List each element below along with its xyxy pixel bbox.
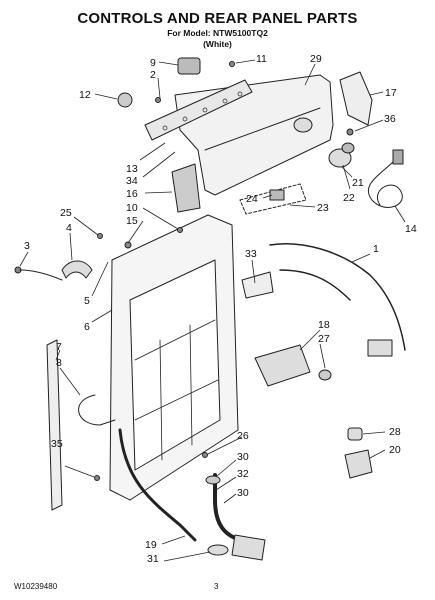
knob-part (117, 92, 133, 108)
callout-33: 33 (245, 248, 257, 260)
callout-21: 21 (352, 177, 364, 189)
callout-28: 28 (389, 426, 401, 438)
hinge-4 (61, 260, 93, 279)
callout-2: 2 (150, 69, 156, 81)
callout-35: 35 (51, 438, 63, 450)
callout-23: 23 (317, 202, 329, 214)
callout-7: 7 (56, 341, 62, 353)
callout-18: 18 (318, 319, 330, 331)
switch-part (177, 57, 201, 75)
callout-6: 6 (84, 321, 90, 333)
callout-30b: 30 (237, 487, 249, 499)
callout-1: 1 (373, 243, 379, 255)
callout-24: 24 (246, 193, 258, 205)
callout-31: 31 (147, 553, 159, 565)
callout-36: 36 (384, 113, 396, 125)
doc-number: W10239480 (14, 582, 58, 591)
control-bracket (144, 79, 253, 141)
wire-harness (269, 243, 406, 351)
callout-20: 20 (389, 444, 401, 456)
clip-33 (241, 271, 274, 299)
bracket-16 (171, 163, 201, 213)
callout-27: 27 (318, 333, 330, 345)
callout-19: 19 (145, 539, 157, 551)
callout-9: 9 (150, 57, 156, 69)
callout-34: 34 (126, 175, 138, 187)
callout-29: 29 (310, 53, 322, 65)
strip-24 (239, 183, 307, 215)
callout-26: 26 (237, 430, 249, 442)
callout-22: 22 (343, 192, 355, 204)
hose-8 (78, 394, 116, 426)
strip-7 (46, 339, 63, 511)
callout-8: 8 (56, 357, 62, 369)
callout-32: 32 (237, 468, 249, 480)
callout-14: 14 (405, 223, 417, 235)
callout-12: 12 (79, 89, 91, 101)
callout-11: 11 (256, 53, 267, 65)
callout-30a: 30 (237, 451, 249, 463)
callout-13: 13 (126, 163, 138, 175)
drain-hose (118, 428, 197, 542)
power-cord (367, 159, 403, 208)
callout-16: 16 (126, 188, 138, 200)
timer-bracket (339, 71, 373, 126)
console-back-panel (174, 74, 334, 196)
callout-17: 17 (385, 87, 397, 99)
callout-5: 5 (84, 295, 90, 307)
callout-10: 10 (126, 202, 138, 214)
callout-15: 15 (126, 215, 138, 227)
model-line: For Model: NTW5100TQ2 (167, 28, 268, 38)
page-number: 3 (214, 582, 219, 591)
page-title: CONTROLS AND REAR PANEL PARTS (77, 10, 358, 27)
part-28 (347, 427, 363, 441)
color-line: (White) (203, 39, 232, 49)
callout-25: 25 (60, 207, 72, 219)
callout-4: 4 (66, 222, 72, 234)
callout-3: 3 (24, 240, 30, 252)
pump-18 (254, 344, 311, 387)
knob-21 (328, 148, 352, 168)
valve-20 (344, 449, 373, 479)
